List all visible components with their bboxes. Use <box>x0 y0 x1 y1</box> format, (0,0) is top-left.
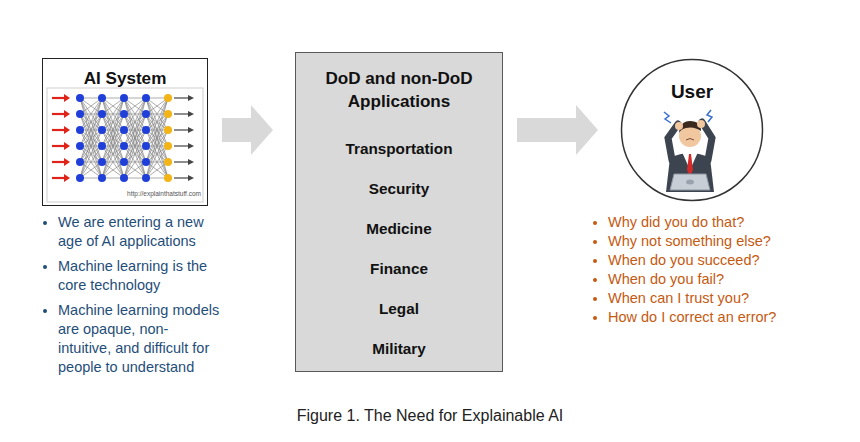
question-text: Why did you do that? <box>608 213 842 232</box>
stressed-user-figure <box>664 110 714 192</box>
circle-outline <box>620 58 764 202</box>
bullet-text: Machine learning models are opaque, non-… <box>58 301 220 377</box>
question-text: When can I trust you? <box>608 289 842 308</box>
ai-system-box: AI System <box>42 58 208 206</box>
image-credit: http://explainthatstuff.com <box>100 190 201 198</box>
figure-caption: Figure 1. The Need for Explainable AI <box>0 407 860 425</box>
list-item: Military <box>296 329 502 369</box>
list-item: Legal <box>296 289 502 329</box>
node-title: DoD and non-DoD Applications <box>296 67 502 113</box>
question-list: Why did you do that?Why not something el… <box>592 213 842 327</box>
neural-net-picture <box>47 88 203 202</box>
question-text: How do I correct an error? <box>608 308 842 327</box>
bullet-list: We are entering a new age of AI applicat… <box>42 213 220 383</box>
question-text: When do you succeed? <box>608 251 842 270</box>
question-text: When do you fail? <box>608 270 842 289</box>
list-item: Finance <box>296 249 502 289</box>
user-circle: User <box>620 58 764 202</box>
block-arrow <box>517 105 598 155</box>
list-item: Medicine <box>296 209 502 249</box>
list-item: Security <box>296 169 502 209</box>
applications-box: DoD and non-DoD ApplicationsTransportati… <box>295 52 503 372</box>
question-text: Why not something else? <box>608 232 842 251</box>
block-arrow <box>222 105 273 155</box>
bullet-text: We are entering a new age of AI applicat… <box>58 213 220 251</box>
list-item: Transportation <box>296 129 502 169</box>
node-title: AI System <box>43 67 207 90</box>
node-title: User <box>620 80 764 103</box>
bullet-text: Machine learning is the core technology <box>58 257 220 295</box>
